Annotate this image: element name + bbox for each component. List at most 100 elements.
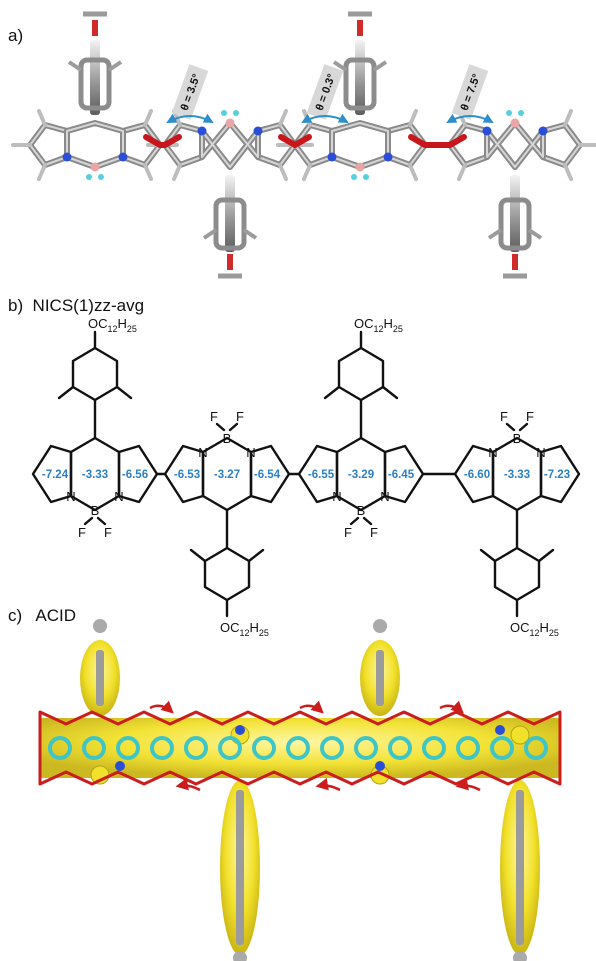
current-direction-arrow: [149, 700, 174, 714]
b-f-bond: [215, 422, 226, 432]
nics-value-right: -7.23: [544, 469, 570, 481]
ring-atom-cluster: [354, 736, 378, 760]
aryl-rod: [96, 650, 104, 706]
b-f-bond: [505, 422, 516, 432]
rotation-arrow: [166, 113, 214, 123]
methyl-stick: [242, 228, 258, 240]
fluorine-label: F: [344, 525, 352, 540]
aryl-rod: [516, 790, 524, 945]
alkoxy-substituent: OC12H25: [220, 620, 269, 638]
ring-atom-cluster: [218, 736, 242, 760]
panel-a-label: a): [8, 26, 24, 45]
current-direction-arrow: [455, 778, 481, 792]
methyl-stick: [527, 228, 543, 240]
aryl-ring: [493, 546, 541, 602]
alkoxy-substituent: OC12H25: [88, 316, 137, 334]
fluorine-label: F: [210, 409, 218, 424]
fluorine-atom: [233, 110, 239, 116]
panel-c-label: c) ACID: [8, 606, 77, 625]
ring-atom-cluster: [490, 736, 514, 760]
pyrrole-ring-right: [539, 444, 581, 504]
panel-c-acid-plot: [38, 619, 562, 961]
alkoxy-substituent: OC12H25: [354, 316, 403, 334]
fluorine-atom: [86, 174, 92, 180]
ring-atom-cluster: [184, 736, 208, 760]
fluorine-atom: [221, 110, 227, 116]
current-direction-arrow: [315, 778, 341, 792]
aryl-ring: [337, 346, 385, 402]
b-f-bond: [83, 516, 94, 526]
aryl-rod: [376, 650, 384, 706]
ring-current-outline: [38, 710, 562, 786]
methyl-bond: [115, 385, 133, 400]
nitrogen-atom: [118, 152, 128, 162]
nics-value-left: -6.53: [174, 469, 200, 481]
methyl-stick: [67, 60, 83, 72]
b-f-bond: [96, 516, 107, 526]
hydrogen-stick: [278, 163, 288, 181]
hydrogen-stick: [37, 163, 47, 181]
fluorine-label: F: [500, 409, 508, 424]
ring-atom-cluster: [388, 736, 412, 760]
current-direction-arrow: [439, 700, 464, 714]
angle-label-box: [171, 64, 209, 120]
methyl-bond: [537, 548, 555, 563]
nics-value-center: -3.29: [348, 469, 374, 481]
ring-atom-cluster: [82, 736, 106, 760]
hydrogen-stick: [143, 163, 153, 181]
methyl-bond: [479, 548, 497, 563]
isosurface-band: [40, 718, 560, 778]
nitrogen-atom: [62, 152, 72, 162]
aryl-stick: [510, 175, 520, 252]
nitrogen-atom: [327, 152, 337, 162]
boron-atom: [355, 162, 365, 172]
nitrogen-atom: [115, 761, 125, 771]
hydrogen-stick: [457, 163, 467, 181]
fluorine-atom: [363, 174, 369, 180]
aryl-stick: [355, 40, 365, 115]
angle-label-box: [451, 64, 489, 120]
conjugated-linkage: [408, 134, 467, 148]
pyrrole-ring-left: [31, 444, 73, 504]
pyrrole-ring-left: [453, 444, 495, 504]
hydrogen-stick: [563, 163, 573, 181]
conjugated-linkage: [278, 134, 312, 148]
b-f-bond: [518, 422, 529, 432]
nics-value-left: -7.24: [42, 469, 69, 481]
aryl-ring-stick: [498, 197, 532, 251]
ring-stick: [199, 120, 261, 170]
aryl-stick: [225, 175, 235, 252]
current-direction-arrow: [175, 778, 201, 792]
pyrrole-ring-right: [249, 444, 291, 504]
ring-atom-cluster: [116, 736, 140, 760]
current-direction-arrow: [299, 700, 324, 714]
rotation-arrow: [446, 113, 494, 123]
ring-atom-cluster: [320, 736, 344, 760]
nics-value-center: -3.33: [82, 469, 108, 481]
aryl-ring-stick: [343, 57, 377, 111]
aryl-ring-stick: [78, 57, 112, 111]
ring-atom-cluster: [456, 736, 480, 760]
ring-atom-cluster: [150, 736, 174, 760]
methyl-stick: [107, 60, 123, 72]
fluorine-atom: [351, 174, 357, 180]
nics-value-right: -6.56: [122, 469, 148, 481]
ring-atom-cluster: [286, 736, 310, 760]
aryl-rod: [236, 790, 244, 945]
ring-highlight: [486, 122, 544, 168]
nitrogen-atom: [383, 152, 393, 162]
nitrogen-atom: [482, 126, 492, 136]
rotation-arrow: [301, 113, 349, 123]
nitrogen-atom: [495, 725, 505, 735]
methyl-bond: [247, 548, 265, 563]
pyrrole-ring-left: [297, 444, 339, 504]
methyl-stick: [372, 60, 388, 72]
methyl-stick: [202, 228, 218, 240]
hydrogen-stick: [563, 109, 573, 127]
ring-atom-cluster: [48, 736, 72, 760]
fluorine-label: F: [526, 409, 534, 424]
bodipy-unit-3d: [11, 11, 179, 181]
aryl-ring: [203, 546, 251, 602]
angle-label-box: [306, 64, 344, 120]
